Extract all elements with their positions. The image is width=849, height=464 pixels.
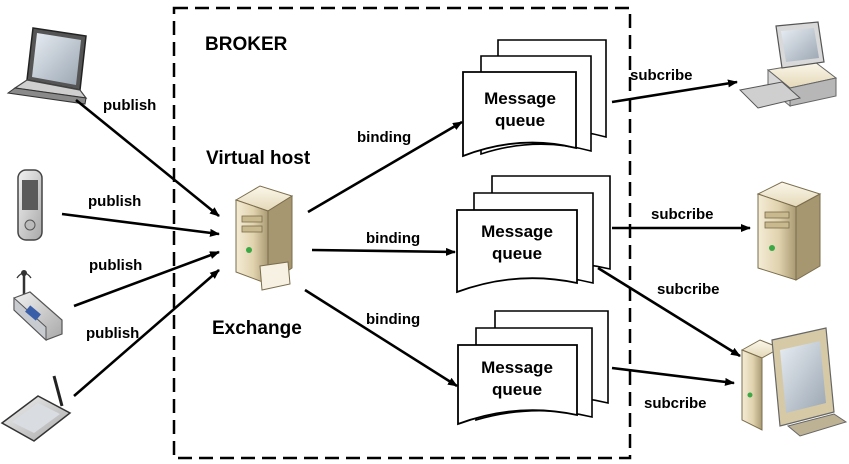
queue-1-line2: queue bbox=[495, 111, 545, 130]
subscribe-label-4: subcribe bbox=[644, 395, 707, 412]
tablet-icon bbox=[0, 375, 72, 442]
binding-arrow-1 bbox=[307, 120, 463, 214]
laptop-icon bbox=[6, 27, 88, 105]
broker-boundary bbox=[172, 6, 632, 460]
queue-3-line1: Message bbox=[481, 358, 553, 377]
subscribe-label-3: subcribe bbox=[657, 281, 720, 298]
publish-arrow-3 bbox=[73, 250, 220, 308]
publish-label-4: publish bbox=[86, 325, 139, 342]
subscribe-arrow-1 bbox=[611, 79, 738, 104]
router-icon bbox=[13, 270, 63, 342]
publish-arrow-1 bbox=[75, 98, 220, 218]
publish-label-2: publish bbox=[88, 193, 141, 210]
binding-label-1: binding bbox=[357, 129, 411, 146]
subscribe-arrow-4 bbox=[611, 366, 735, 386]
publish-arrow-2 bbox=[61, 212, 220, 237]
message-queue-1: Message queue bbox=[462, 39, 607, 158]
exchange-server-icon bbox=[234, 185, 294, 291]
workstation-icon bbox=[740, 327, 848, 437]
desktop-computer-icon bbox=[738, 21, 838, 109]
binding-arrow-2 bbox=[311, 247, 456, 256]
server-icon bbox=[756, 181, 822, 281]
queue-3-line2: queue bbox=[492, 380, 542, 399]
queue-2-line1: Message bbox=[481, 222, 553, 241]
binding-label-2: binding bbox=[366, 230, 420, 247]
message-queue-2: Message queue bbox=[456, 175, 611, 294]
exchange-label: Exchange bbox=[212, 318, 302, 339]
queue-2-line2: queue bbox=[492, 244, 542, 263]
pda-icon bbox=[17, 169, 43, 241]
broker-title: BROKER bbox=[205, 34, 288, 55]
subscribe-arrow-3 bbox=[597, 266, 741, 358]
publish-label-1: publish bbox=[103, 97, 156, 114]
binding-arrow-3 bbox=[304, 288, 458, 388]
subscribe-label-1: subcribe bbox=[630, 67, 693, 84]
subscribe-label-2: subcribe bbox=[651, 206, 714, 223]
virtual-host-label: Virtual host bbox=[206, 148, 311, 169]
message-queue-3: Message queue bbox=[457, 310, 609, 426]
queue-1-line1: Message bbox=[484, 89, 556, 108]
binding-label-3: binding bbox=[366, 311, 420, 328]
publish-arrow-4 bbox=[73, 269, 220, 397]
publish-label-3: publish bbox=[89, 257, 142, 274]
